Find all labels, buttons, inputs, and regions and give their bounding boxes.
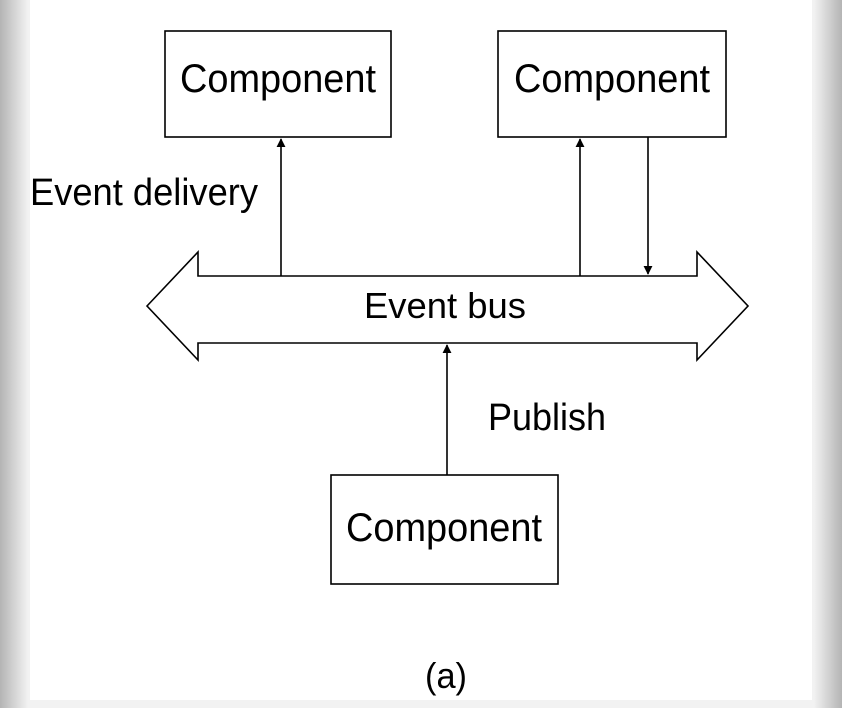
event-delivery-label: Event delivery [30, 172, 258, 214]
publish-label: Publish [488, 397, 606, 439]
component-label-top-left: Component [180, 57, 376, 101]
component-label-top-right: Component [514, 57, 710, 101]
component-box-top-right [497, 30, 727, 138]
event-bus-label: Event bus [364, 285, 526, 326]
component-box-bottom [330, 474, 559, 585]
event-bus-arrow [145, 249, 750, 363]
component-box-top-left [164, 30, 392, 138]
component-label-bottom: Component [346, 506, 542, 550]
figure-caption: (a) [425, 655, 467, 696]
